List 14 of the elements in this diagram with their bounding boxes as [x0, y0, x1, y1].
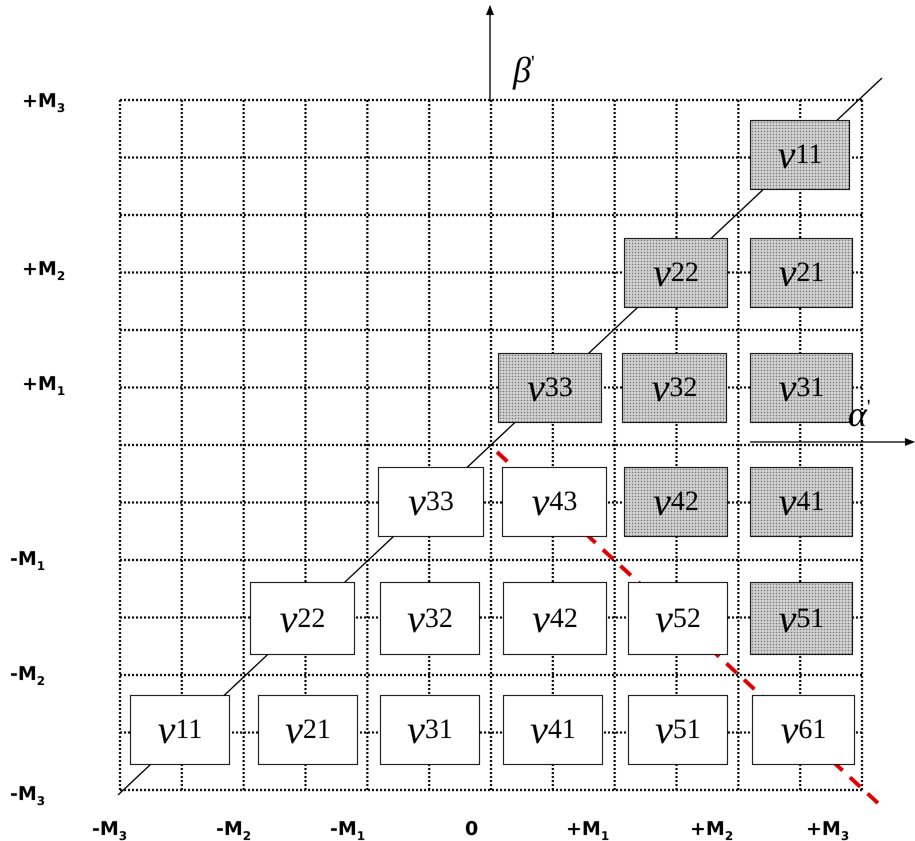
tick-label: +M$_{3}$ [22, 92, 66, 114]
tick-label: -M$_{2}$ [216, 820, 252, 841]
tick-label: 0 [465, 820, 478, 839]
axis-label: β$^{'}$ [513, 52, 535, 88]
tick-label: +M$_{2}$ [22, 260, 66, 282]
tick-label: -M$_{1}$ [10, 550, 46, 572]
tick-label: -M$_{1}$ [330, 820, 366, 841]
tick-label: +M$_{1}$ [566, 820, 610, 841]
tick-label: +M$_{3}$ [806, 820, 850, 841]
tick-label: +M$_{2}$ [690, 820, 734, 841]
tick-label: +M$_{1}$ [22, 375, 66, 397]
tick-label: -M$_{2}$ [10, 665, 46, 687]
tick-label: -M$_{3}$ [10, 785, 46, 807]
tick-label: -M$_{3}$ [92, 820, 128, 841]
